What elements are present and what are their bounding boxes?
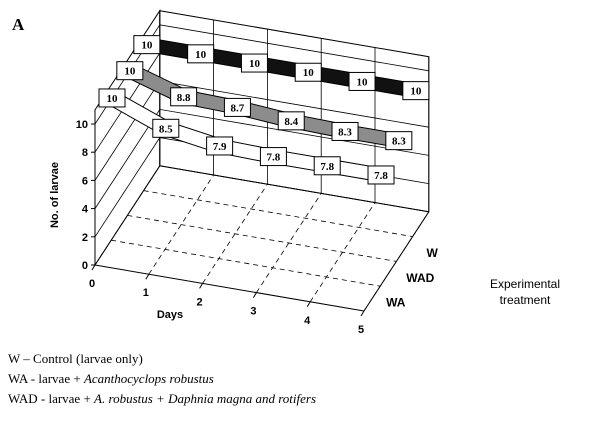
data-label-w: 10 [348, 71, 376, 91]
floor-gridline [143, 190, 413, 237]
data-label-wad: 8.8 [170, 87, 198, 107]
data-label-wad: 10 [116, 61, 144, 81]
z-axis-line [363, 211, 430, 312]
data-label-text: 8.8 [177, 92, 191, 104]
data-label-text: 10 [357, 76, 369, 88]
x-tick-label: 2 [197, 296, 203, 308]
floor-gridline [127, 215, 397, 262]
x-tick-mark [252, 292, 257, 298]
data-label-wa: 7.8 [313, 156, 341, 176]
y-tick-label: 2 [82, 232, 88, 244]
data-label-box [259, 147, 287, 167]
data-label-text: 7.8 [320, 161, 334, 173]
data-label-box [133, 35, 161, 55]
data-label-box [385, 131, 413, 151]
data-label-text: 7.8 [374, 170, 388, 182]
data-label-text: 10 [249, 58, 261, 70]
x-tick-label: 5 [358, 324, 364, 336]
z-axis-title-line2: treatment [500, 293, 551, 307]
data-label-w: 10 [133, 35, 161, 55]
x-tick-mark [199, 283, 204, 289]
legend-line-wa: WA - larvae + Acanthocyclops robustus [8, 371, 214, 386]
data-label-wad: 8.4 [277, 111, 305, 131]
chart-data-labels: 10 10 10 10 10 10 10 8.8 8.7 8.4 8.3 8.3 10 8.5 7.9 7.8… [98, 35, 430, 185]
y-tick-label: 4 [82, 204, 89, 216]
y-tick-label: 10 [76, 119, 88, 131]
floor-gridline [256, 193, 322, 293]
data-label-box [170, 87, 198, 107]
data-label-wa: 7.8 [367, 165, 395, 185]
x-tick-label: 4 [304, 315, 311, 327]
x-tick-mark [360, 310, 365, 317]
data-label-wa: 7.9 [206, 136, 234, 156]
data-label-text: 8.3 [392, 136, 406, 148]
data-label-box [348, 71, 376, 91]
floor-gridline [309, 202, 376, 303]
y-axis-title: No. of larvae [49, 162, 61, 228]
data-label-wa: 10 [98, 88, 126, 108]
floor-gridline [202, 183, 268, 284]
legend-line-wad: WAD - larvae + A. robustus + Daphnia mag… [8, 391, 317, 406]
data-label-box [294, 62, 322, 82]
data-label-text: 8.5 [159, 123, 173, 135]
data-label-box [223, 97, 251, 117]
floor-gridline [94, 165, 161, 266]
data-label-wa: 7.8 [259, 147, 287, 167]
data-label-text: 7.8 [267, 152, 281, 164]
data-label-box [331, 121, 359, 141]
x-axis-line [94, 264, 365, 312]
data-label-box [277, 111, 305, 131]
data-label-text: 10 [107, 93, 119, 105]
data-label-text: 10 [141, 40, 153, 52]
data-label-box [313, 156, 341, 176]
data-label-box [367, 165, 395, 185]
z-axis-title-line1: Experimental [490, 277, 560, 291]
data-label-wad: 8.3 [331, 121, 359, 141]
x-tick-mark [91, 264, 96, 271]
data-label-w: 10 [187, 44, 215, 64]
data-label-text: 7.9 [213, 141, 227, 153]
data-label-w: 10 [240, 53, 268, 73]
floor-gridline [159, 165, 429, 213]
data-label-text: 10 [195, 49, 207, 61]
treatment-label-wad: WAD [406, 271, 434, 285]
data-label-text: 10 [303, 67, 315, 79]
x-tick-mark [306, 301, 311, 308]
x-tick-mark [145, 273, 150, 280]
data-label-box [206, 136, 234, 156]
x-tick-label: 0 [89, 278, 95, 290]
data-label-wad: 8.3 [385, 131, 413, 151]
treatment-label-wa: WA [386, 296, 406, 310]
y-tick-label: 6 [82, 175, 88, 187]
data-label-wa: 8.5 [152, 118, 180, 138]
data-label-w: 10 [294, 62, 322, 82]
floor-gridline [111, 239, 381, 287]
data-label-box [187, 44, 215, 64]
treatment-label-w: W [427, 246, 439, 260]
data-label-text: 8.7 [231, 102, 245, 114]
x-tick-label: 1 [143, 287, 149, 299]
legend-line-w: W – Control (larvae only) [8, 351, 143, 366]
data-label-box [98, 88, 126, 108]
x-tick-label: 3 [250, 306, 256, 318]
x-axis-title: Days [157, 309, 183, 321]
data-label-text: 10 [124, 66, 136, 78]
data-label-w: 10 [402, 81, 430, 101]
legend: W – Control (larvae only) WA - larvae + … [8, 349, 316, 409]
data-label-box [402, 81, 430, 101]
panel-label: A [12, 15, 25, 34]
data-label-box [240, 53, 268, 73]
data-label-box [116, 61, 144, 81]
floor-gridline [148, 174, 214, 275]
data-label-box [152, 118, 180, 138]
y-tick-label: 0 [82, 260, 88, 272]
data-label-text: 10 [410, 86, 422, 98]
y-tick-label: 8 [82, 147, 88, 159]
data-label-wad: 8.7 [223, 97, 251, 117]
data-label-text: 8.4 [284, 116, 298, 128]
data-label-text: 8.3 [338, 126, 352, 138]
